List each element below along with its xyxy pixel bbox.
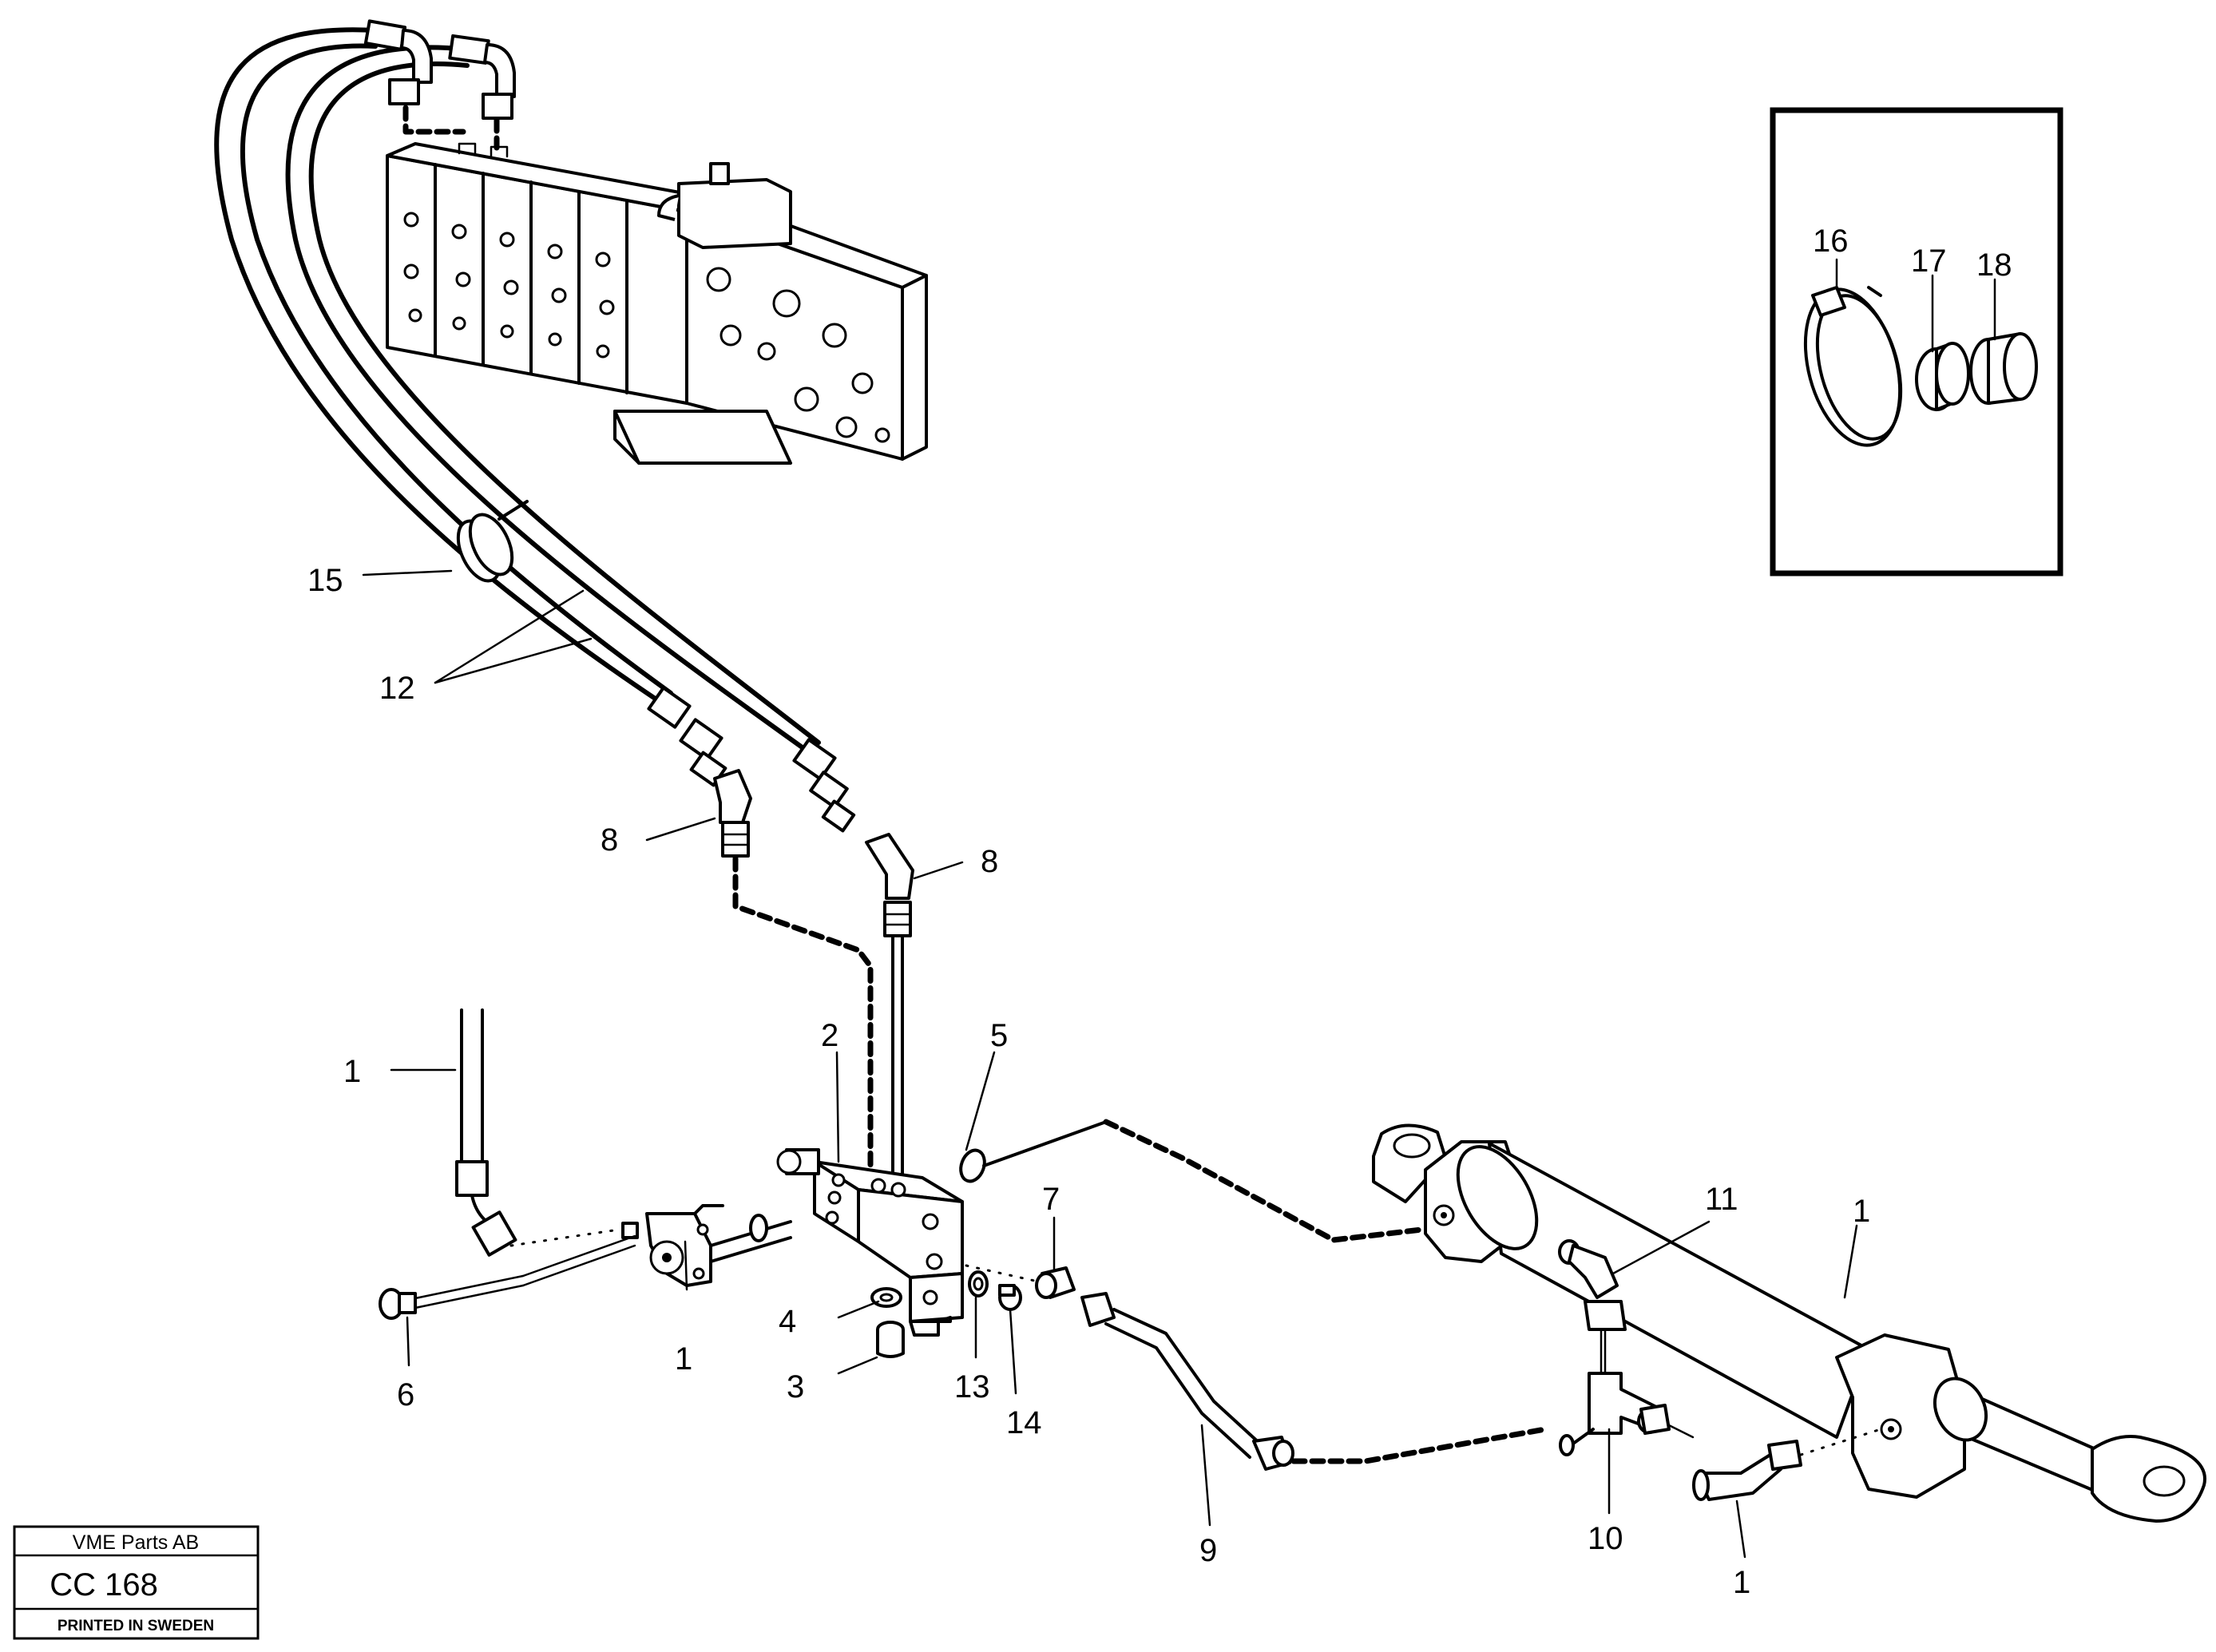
callout-9: 9	[1199, 1533, 1217, 1568]
plug-3	[876, 1321, 905, 1358]
tee-10	[1559, 1372, 1695, 1456]
stamp-code: CC 168	[50, 1567, 158, 1602]
leader-lines	[362, 258, 1996, 1559]
callout-1-upper-left: 1	[343, 1054, 361, 1089]
inset-detail-box	[1770, 107, 2063, 576]
callout-7: 7	[1042, 1182, 1060, 1217]
elbow-fitting-8-right	[865, 833, 914, 937]
elbow-11	[1558, 1239, 1627, 1375]
hydraulic-cylinder-1	[1372, 1123, 2206, 1523]
callout-8-right: 8	[981, 844, 998, 879]
hose-clamp-15	[456, 500, 529, 583]
callout-16: 16	[1813, 224, 1849, 259]
control-valve	[386, 142, 928, 465]
elbow-fitting-8-left	[713, 769, 752, 858]
callout-11: 11	[1705, 1182, 1738, 1217]
callout-5: 5	[990, 1018, 1008, 1053]
adapter-7	[965, 1264, 1076, 1299]
callout-13: 13	[954, 1369, 990, 1404]
callout-17: 17	[1911, 244, 1947, 279]
callout-15: 15	[307, 563, 343, 598]
callout-2: 2	[821, 1018, 838, 1053]
valve-block-2	[776, 1148, 964, 1337]
pipe-1-upper-left	[455, 1008, 620, 1257]
washer-4	[870, 1287, 902, 1308]
callout-3: 3	[787, 1369, 804, 1404]
callout-18: 18	[1976, 248, 2012, 283]
pipe-1-lower-right	[1692, 1428, 1882, 1501]
bolt-6	[379, 1234, 636, 1320]
sleeve-17	[1915, 342, 1970, 411]
callout-1-cylinder: 1	[1853, 1194, 1870, 1229]
hose-top-fittings	[363, 19, 516, 120]
callout-labels: 15 12 8 8 2 5 1 1 1 1 7 11 4 3 6 13 14 9…	[307, 224, 2012, 1600]
callout-10: 10	[1588, 1521, 1623, 1556]
stamp-box: VME Parts AB CC 168 PRINTED IN SWEDEN	[13, 1525, 260, 1640]
callout-1-lower-right: 1	[1733, 1565, 1750, 1600]
callout-1-flange: 1	[675, 1341, 692, 1377]
callout-12: 12	[379, 671, 415, 706]
sleeve-18	[1969, 332, 2038, 405]
clamp-16	[1803, 286, 1903, 447]
flange-1	[621, 1204, 792, 1287]
callout-8-left: 8	[601, 822, 618, 858]
stamp-printed: PRINTED IN SWEDEN	[57, 1618, 214, 1634]
callout-6: 6	[397, 1377, 414, 1412]
callout-4: 4	[779, 1304, 796, 1339]
seal-13	[968, 1270, 989, 1297]
tube-9	[1080, 1292, 1548, 1471]
stamp-company: VME Parts AB	[73, 1531, 199, 1554]
callout-14: 14	[1006, 1405, 1042, 1440]
plug-14	[998, 1284, 1022, 1311]
o-ring-5	[959, 1119, 1425, 1243]
